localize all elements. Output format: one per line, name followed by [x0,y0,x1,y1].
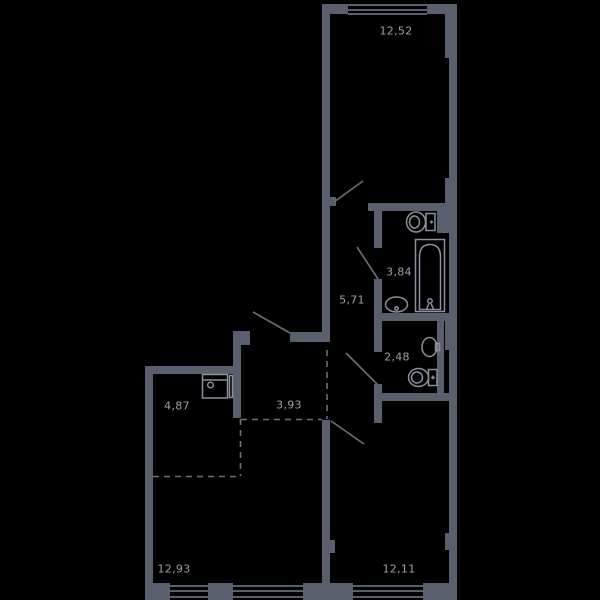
wall-segment [374,384,382,423]
wall-segment [423,583,457,600]
room-area-label: 2,48 [384,350,410,364]
wall-segment [437,321,444,393]
window-bottom-right [353,585,423,598]
wall-pilaster [445,313,457,350]
room-area-label: 12,11 [382,562,416,576]
window-line [348,4,427,6]
door-swing [330,420,365,445]
wall-pilaster [322,540,335,553]
wall-segment [145,366,233,374]
window-line [348,9,427,11]
window-line [233,585,303,587]
door-swing [333,180,364,203]
window-line [353,585,423,587]
toilet-icon [405,211,436,233]
window-line [170,590,208,592]
wall-segment [437,211,445,233]
sink-icon [384,296,409,313]
window-line [233,590,303,592]
stove-icon [201,373,234,399]
bathtub-icon [414,238,446,313]
door-swing [345,352,378,385]
room-area-label: 4,87 [164,399,190,413]
window-line [353,590,423,592]
wall-segment [368,203,449,211]
wall-segment [303,583,322,600]
room-area-label: 3,93 [276,398,302,412]
wall-segment [145,366,153,600]
window-bottom-left-2 [233,585,303,598]
window-line [170,596,208,598]
sink-icon [421,336,441,358]
room-area-label: 12,93 [157,562,191,576]
wall-segment [145,583,170,600]
wall-segment [427,4,457,14]
wall-segment [374,211,382,248]
wall-segment [322,420,330,600]
wall-segment [374,393,450,401]
wall-segment [322,4,330,342]
wall-segment [374,321,382,352]
wall-segment [330,583,353,600]
wall-segment [437,227,449,233]
window-top [348,4,427,15]
toilet-icon [407,367,438,388]
wall-segment [374,279,382,313]
door-swing [356,246,379,280]
wall-door-jamb [330,197,336,206]
wall-segment [449,4,457,600]
room-area-label: 3,84 [386,265,412,279]
room-area-label: 5,71 [339,293,365,307]
wall-pilaster [445,533,457,550]
window-line [233,596,303,598]
window-line [353,596,423,598]
door-swing-entrance [252,311,291,334]
room-area-label: 12,52 [379,24,413,38]
window-line [348,13,427,15]
wall-segment [322,4,348,14]
wall-segment [208,583,233,600]
window-line [170,585,208,587]
wall-segment [374,313,449,321]
window-bottom-left-1 [170,585,208,598]
wall-segment [233,331,241,418]
wall-pilaster [445,4,457,58]
wall-pilaster [445,178,457,227]
wall-segment [290,332,322,342]
